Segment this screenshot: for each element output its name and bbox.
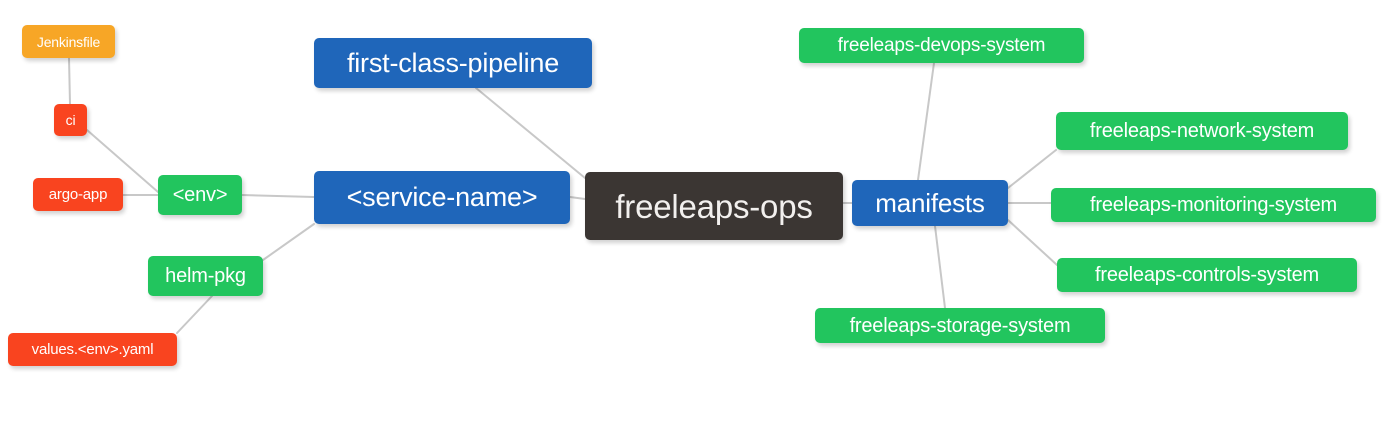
edge-env-to-service-name (241, 194, 315, 198)
node-label-freeleaps-network-system: freeleaps-network-system (1089, 120, 1315, 142)
node-label-argo-app: argo-app (48, 186, 108, 203)
node-label-freeleaps-devops-system: freeleaps-devops-system (837, 35, 1046, 56)
node-label-first-class-pipeline: first-class-pipeline (346, 47, 560, 78)
node-argo-app[interactable]: argo-app (33, 178, 123, 211)
node-label-freeleaps-monitoring-system: freeleaps-monitoring-system (1090, 194, 1337, 216)
edge-helm-pkg-to-service-name (262, 223, 315, 261)
edge-freeleaps-devops-system-to-manifests (917, 62, 935, 181)
node-label-helm-pkg: helm-pkg (165, 265, 246, 287)
node-freeleaps-storage-system[interactable]: freeleaps-storage-system (815, 308, 1105, 343)
edge-first-class-pipeline-to-freeleaps-ops (475, 87, 586, 179)
node-values-yaml[interactable]: values.<env>.yaml (8, 333, 177, 366)
node-service-name[interactable]: <service-name> (314, 171, 570, 224)
node-env[interactable]: <env> (158, 175, 242, 215)
node-label-manifests: manifests (875, 188, 985, 218)
node-freeleaps-network-system[interactable]: freeleaps-network-system (1056, 112, 1348, 150)
node-first-class-pipeline[interactable]: first-class-pipeline (314, 38, 592, 88)
node-freeleaps-controls-system[interactable]: freeleaps-controls-system (1057, 258, 1357, 292)
edge-jenkinsfile-to-ci (68, 57, 71, 105)
node-label-freeleaps-controls-system: freeleaps-controls-system (1095, 264, 1319, 286)
edge-freeleaps-controls-system-to-manifests (1007, 219, 1058, 266)
node-freeleaps-devops-system[interactable]: freeleaps-devops-system (799, 28, 1084, 63)
node-label-freeleaps-storage-system: freeleaps-storage-system (849, 314, 1071, 337)
node-helm-pkg[interactable]: helm-pkg (148, 256, 263, 296)
edge-freeleaps-storage-system-to-manifests (934, 225, 946, 309)
node-label-env: <env> (172, 184, 228, 206)
node-label-freeleaps-ops: freeleaps-ops (615, 187, 813, 225)
node-label-service-name: <service-name> (346, 182, 538, 212)
node-label-ci: ci (65, 112, 76, 128)
node-freeleaps-monitoring-system[interactable]: freeleaps-monitoring-system (1051, 188, 1376, 222)
node-ci[interactable]: ci (54, 104, 87, 136)
node-manifests[interactable]: manifests (852, 180, 1008, 226)
node-label-values-yaml: values.<env>.yaml (31, 341, 154, 358)
node-freeleaps-ops[interactable]: freeleaps-ops (585, 172, 843, 240)
node-jenkinsfile[interactable]: Jenkinsfile (22, 25, 115, 58)
node-label-jenkinsfile: Jenkinsfile (36, 33, 101, 50)
edge-freeleaps-network-system-to-manifests (1007, 149, 1057, 189)
edge-values-yaml-to-helm-pkg (176, 295, 213, 334)
edge-service-name-to-freeleaps-ops (569, 196, 586, 200)
